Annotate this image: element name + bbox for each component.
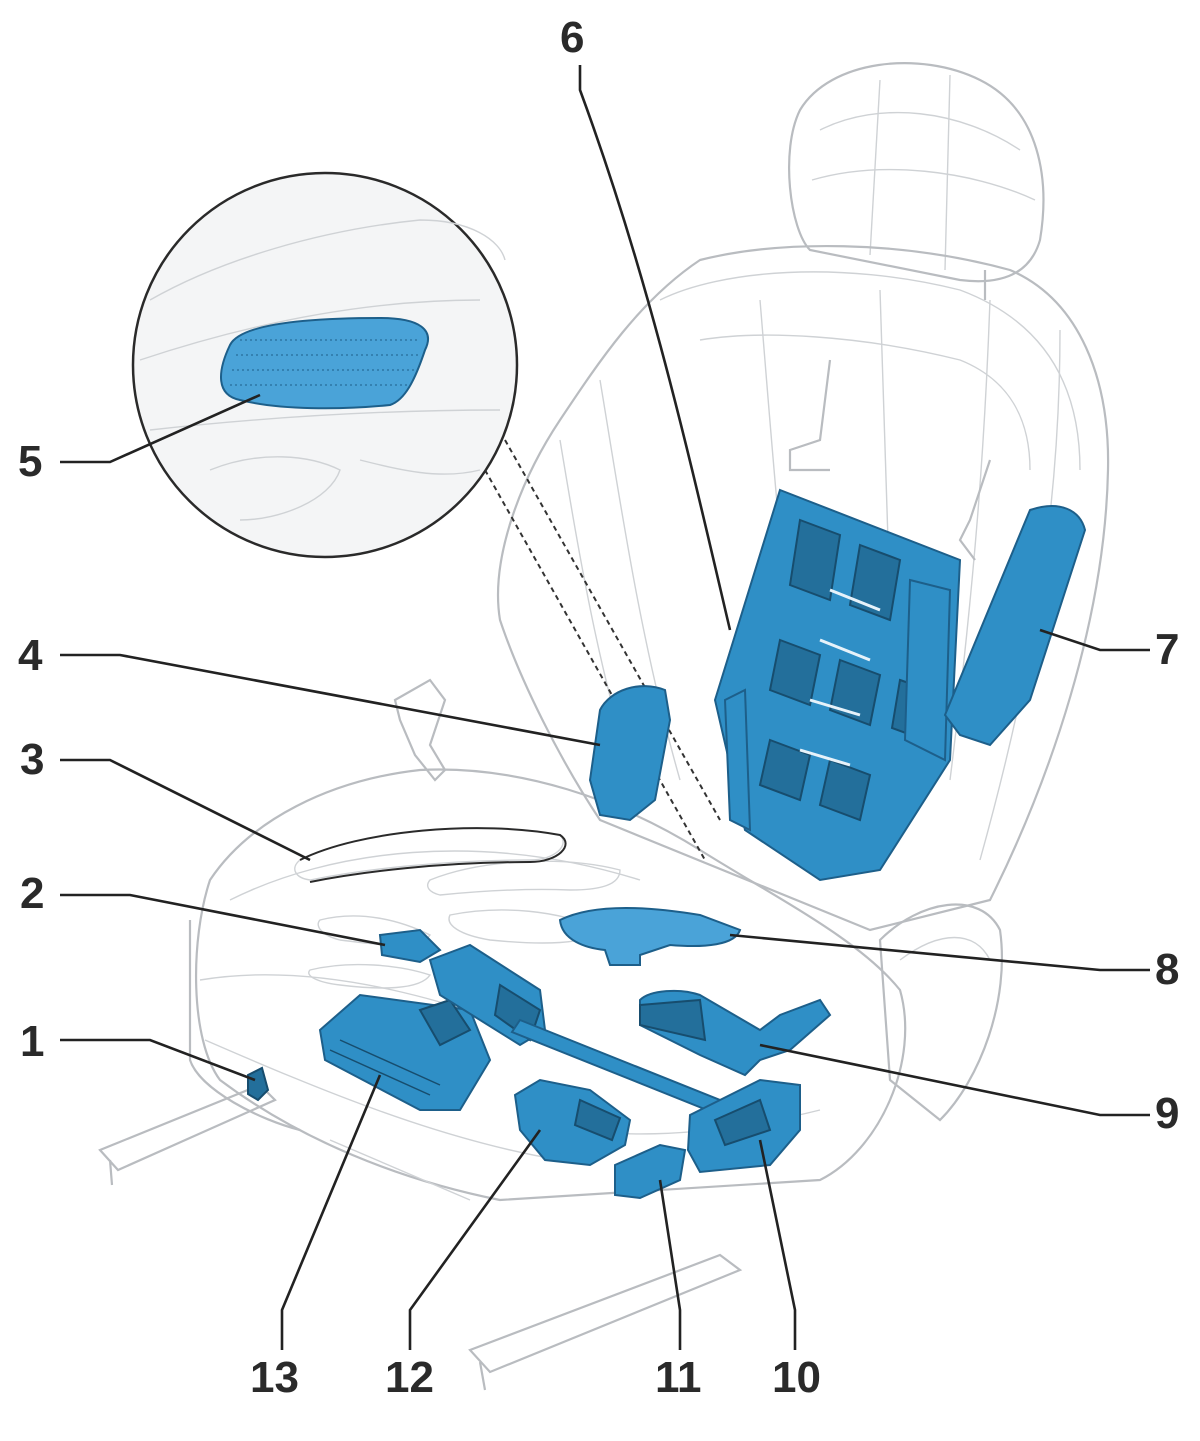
callout-11: 11: [655, 1353, 702, 1402]
callout-13: 13: [250, 1353, 299, 1402]
backrest-frame-component: [713, 359, 992, 882]
callout-3: 3: [20, 735, 45, 784]
leader-11: [658, 1179, 682, 1350]
seat-rails: [98, 1083, 743, 1391]
seat-control-unit: [318, 993, 492, 1111]
seat-belt-buckle: [393, 678, 447, 782]
leader-7: [1039, 628, 1150, 652]
leader-8: [729, 933, 1150, 972]
leader-6: [578, 65, 732, 631]
lumbar-actuator: [588, 685, 672, 822]
leader-4: [60, 653, 601, 747]
backrest-adjust-motor: [513, 1078, 632, 1167]
seat-cushion: [188, 768, 907, 1202]
headrest: [787, 62, 1045, 300]
callout-6: 6: [560, 13, 585, 62]
lumbar-switch: [614, 1143, 687, 1200]
leader-9: [759, 1043, 1150, 1117]
cushion-air-tube: [378, 928, 442, 964]
callout-5: 5: [18, 437, 43, 486]
leader-12: [408, 1129, 542, 1350]
callout-8: 8: [1155, 945, 1180, 994]
leader-2: [60, 893, 386, 947]
callout-12: 12: [385, 1353, 434, 1402]
leader-3: [60, 758, 311, 862]
callout-2: 2: [20, 869, 45, 918]
side-bolster: [878, 903, 1004, 1122]
seat-heating-element: [299, 827, 567, 883]
callout-9: 9: [1155, 1089, 1180, 1138]
leader-lines: [60, 65, 1150, 1350]
leader-13: [280, 1074, 382, 1350]
backrest-release-switch: [247, 1066, 270, 1102]
inset-connector-lower: [484, 469, 706, 861]
cushion-occupancy-sensor: [558, 907, 742, 966]
fore-aft-motor: [639, 989, 832, 1077]
seat-occupancy-sensor-mat: [220, 316, 429, 410]
callout-1: 1: [20, 1017, 45, 1066]
leader-10: [758, 1139, 797, 1350]
callout-10: 10: [772, 1353, 821, 1402]
callout-4: 4: [18, 631, 43, 680]
callout-7: 7: [1155, 625, 1180, 674]
seat-adjust-switch: [686, 1078, 801, 1174]
leader-1: [60, 1038, 256, 1082]
leader-5: [60, 393, 261, 464]
magnified-inset: [131, 171, 519, 559]
side-airbag: [943, 505, 1087, 747]
inset-connector-upper: [504, 439, 721, 821]
